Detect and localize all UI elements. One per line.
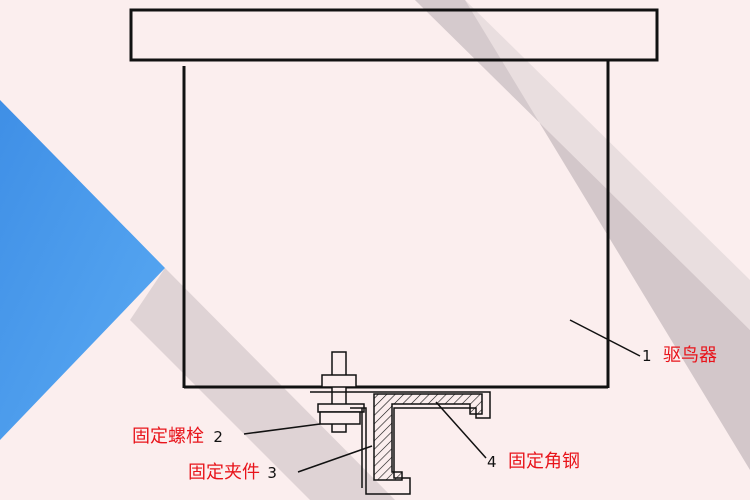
callout-4: 4 固定角钢: [487, 452, 580, 472]
leader-line-4: [435, 401, 487, 459]
leader-line-3: [297, 445, 373, 473]
shadow-band-left: [130, 268, 395, 500]
bolt-nut-bottom: [319, 411, 361, 425]
callout-1: 1 驱鸟器: [642, 346, 717, 366]
callout-2-text: 固定螺栓: [132, 426, 204, 447]
callout-2: 固定螺栓 2: [132, 427, 223, 447]
callout-1-number: 1: [642, 347, 652, 365]
bracket-outline: [310, 391, 491, 495]
angle-steel: [373, 393, 483, 481]
callout-3: 固定夹件 3: [188, 463, 277, 483]
bolt-nut-top: [321, 374, 357, 388]
blue-band: [0, 100, 165, 440]
leader-line-1: [569, 319, 641, 357]
callout-3-number: 3: [267, 464, 277, 482]
shadow-band-right-soft: [415, 0, 750, 330]
callout-1-text: 驱鸟器: [662, 345, 717, 366]
callout-3-text: 固定夹件: [188, 462, 260, 483]
callout-4-number: 4: [487, 453, 497, 471]
callout-4-text: 固定角钢: [507, 451, 580, 472]
callout-2-number: 2: [213, 428, 223, 446]
leader-line-2: [243, 423, 321, 435]
repeller-top-cap: [129, 8, 659, 62]
